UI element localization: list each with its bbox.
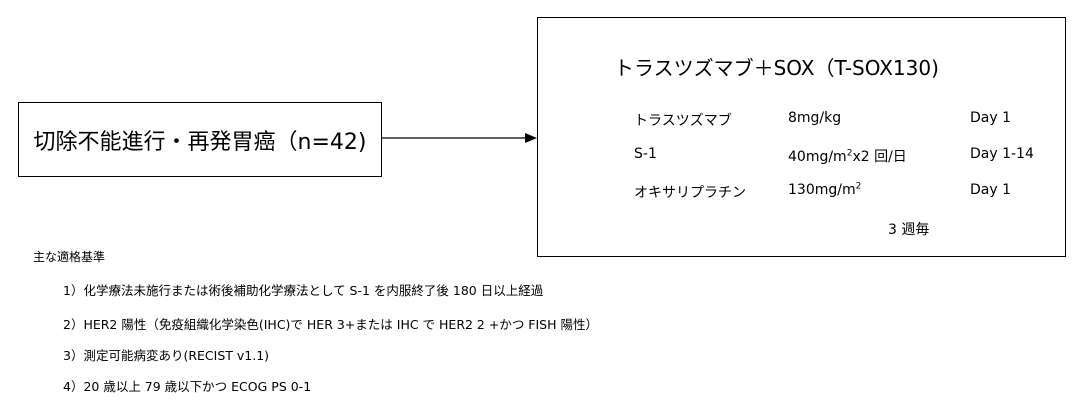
criteria-heading: 主な適格基準	[33, 250, 106, 264]
flow-arrow	[382, 133, 537, 143]
criteria-item: 3）測定可能病変あり(RECIST v1.1)	[63, 348, 270, 363]
drug-schedule: Day 1	[970, 182, 1012, 198]
drug-name: オキサリプラチン	[634, 185, 746, 201]
criteria-item: 2）HER2 陽性（免疫組織化学染色(IHC)で HER 3+または IHC で…	[63, 317, 598, 332]
population-box: 切除不能進行・再発胃癌（n=42)	[18, 102, 382, 177]
regimen-box: トラスツズマブ＋SOX（T-SOX130) トラスツズマブ 8mg/kg Day…	[537, 17, 1066, 257]
criteria-item: 4）20 歳以上 79 歳以下かつ ECOG PS 0-1	[63, 379, 312, 394]
cycle-frequency: 3 週毎	[888, 222, 930, 238]
regimen-row: オキサリプラチン 130mg/m2 Day 1	[538, 182, 1065, 202]
regimen-title: トラスツズマブ＋SOX（T-SOX130)	[614, 56, 939, 80]
drug-dose: 40mg/m2x2 回/日	[788, 148, 907, 165]
drug-name: トラスツズマブ	[634, 113, 732, 129]
drug-dose: 8mg/kg	[788, 110, 842, 126]
population-label: 切除不能進行・再発胃癌（n=42)	[33, 129, 367, 155]
drug-schedule: Day 1	[970, 110, 1012, 126]
drug-schedule: Day 1-14	[970, 146, 1034, 162]
drug-dose: 130mg/m2	[788, 181, 862, 198]
drug-name: S-1	[634, 146, 657, 162]
regimen-row: トラスツズマブ 8mg/kg Day 1	[538, 110, 1065, 130]
criteria-item: 1）化学療法未施行または術後補助化学療法として S-1 を内服終了後 180 日…	[63, 283, 544, 298]
regimen-row: S-1 40mg/m2x2 回/日 Day 1-14	[538, 146, 1065, 166]
